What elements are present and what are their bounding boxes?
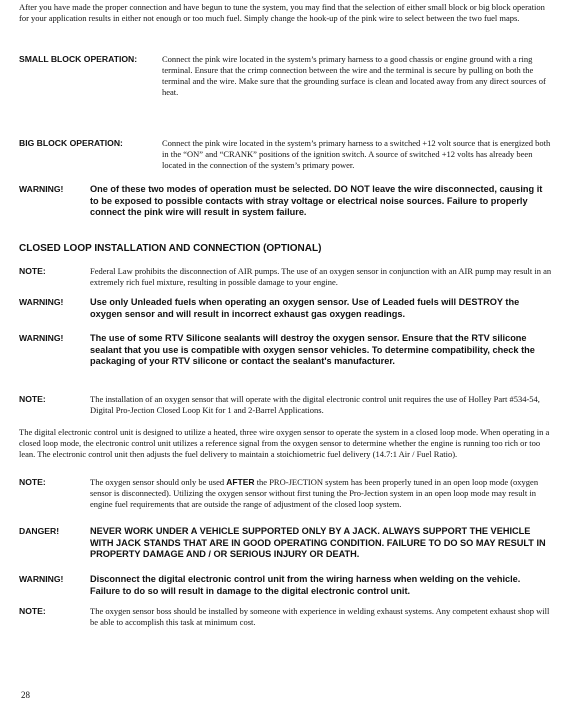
warning-label: WARNING! [19,333,64,343]
warning-mode-selection: WARNING! One of these two modes of opera… [19,184,553,219]
note-label: NOTE: [19,606,46,616]
note-oxygen-sensor-boss: NOTE: The oxygen sensor boss should be i… [19,606,553,628]
big-block-label: BIG BLOCK OPERATION: [19,138,123,148]
note-text: Federal Law prohibits the disconnection … [90,266,552,287]
note-label: NOTE: [19,394,46,404]
intro-paragraph: After you have made the proper connectio… [19,2,545,23]
note-text: The oxygen sensor boss should be install… [90,606,550,627]
note-label: NOTE: [19,477,46,487]
warning-text: Use only Unleaded fuels when operating a… [90,297,520,319]
warning-rtv-silicone: WARNING! The use of some RTV Silicone se… [19,333,553,368]
note-closed-loop-kit: NOTE: The installation of an oxygen sens… [19,394,553,416]
closed-loop-description: The digital electronic control unit is d… [19,427,550,459]
warning-label: WARNING! [19,574,64,584]
danger-jack: DANGER! NEVER WORK UNDER A VEHICLE SUPPO… [19,526,553,561]
page-number: 28 [21,690,30,700]
note-oxygen-sensor-tuning: NOTE: The oxygen sensor should only be u… [19,477,553,510]
small-block-operation: SMALL BLOCK OPERATION: Connect the pink … [19,54,553,98]
warning-label: WARNING! [19,297,64,307]
warning-welding: WARNING! Disconnect the digital electron… [19,574,553,597]
warning-label: WARNING! [19,184,64,194]
small-block-label: SMALL BLOCK OPERATION: [19,54,138,64]
small-block-text: Connect the pink wire located in the sys… [162,54,546,97]
note-air-pumps: NOTE: Federal Law prohibits the disconne… [19,266,553,288]
big-block-operation: BIG BLOCK OPERATION: Connect the pink wi… [19,138,553,171]
note-text: The oxygen sensor should only be used AF… [90,477,539,509]
section-heading: CLOSED LOOP INSTALLATION AND CONNECTION … [19,243,322,254]
warning-unleaded-fuel: WARNING! Use only Unleaded fuels when op… [19,297,553,320]
warning-text: The use of some RTV Silicone sealants wi… [90,333,535,366]
warning-text: One of these two modes of operation must… [90,184,543,217]
warning-text: Disconnect the digital electronic contro… [90,574,521,596]
note-label: NOTE: [19,266,46,276]
danger-label: DANGER! [19,526,60,536]
danger-text: NEVER WORK UNDER A VEHICLE SUPPORTED ONL… [90,526,546,559]
note-text: The installation of an oxygen sensor tha… [90,394,540,415]
big-block-text: Connect the pink wire located in the sys… [162,138,551,170]
